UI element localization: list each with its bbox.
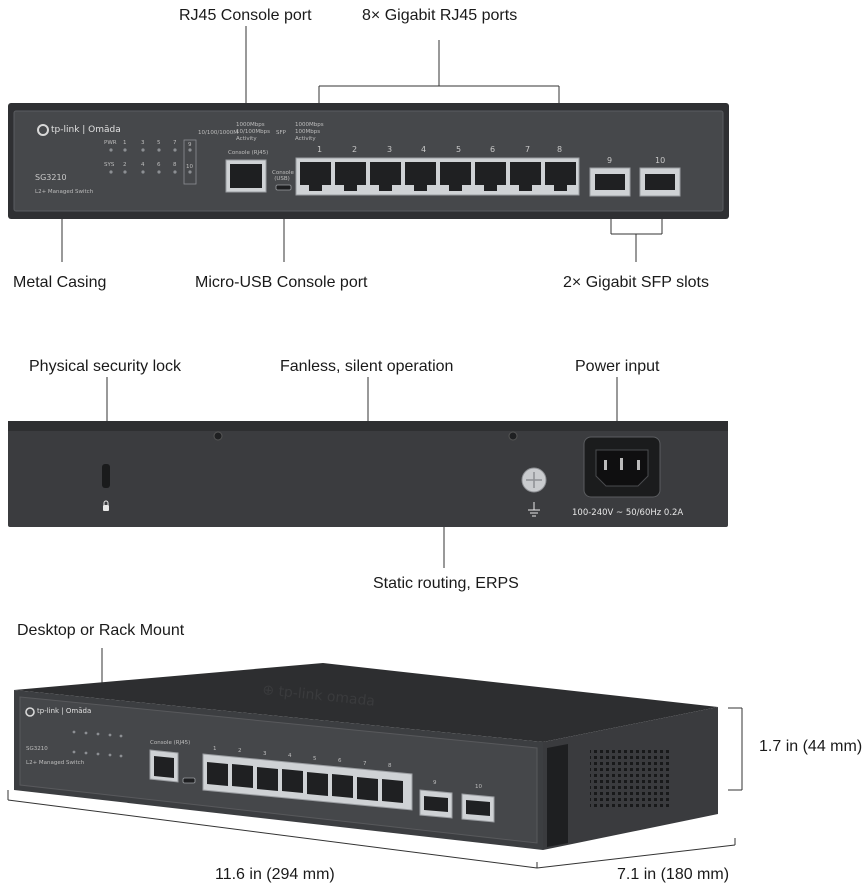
sfp-slots	[589, 167, 681, 197]
front-subtitle: L2+ Managed Switch	[35, 189, 94, 195]
port-number: 3	[387, 145, 393, 154]
perspective-sfp-number: 9	[433, 780, 437, 786]
sfp-number: 9	[607, 156, 613, 165]
callout-micro-usb: Micro-USB Console port	[195, 274, 368, 291]
dimension-width: 11.6 in (294 mm)	[215, 866, 335, 883]
callout-mount: Desktop or Rack Mount	[17, 622, 185, 639]
port-number: 4	[421, 145, 427, 154]
callout-metal-casing: Metal Casing	[13, 274, 107, 291]
console-rj45-port	[225, 159, 267, 193]
perspective-port-number: 2	[238, 748, 242, 754]
perspective-subtitle: L2+ Managed Switch	[26, 760, 85, 766]
led-num: 7	[173, 140, 177, 146]
perspective-port-number: 5	[313, 756, 317, 762]
callout-power-input: Power input	[575, 358, 660, 375]
sfp-number: 10	[655, 156, 666, 165]
perspective-port-number: 4	[288, 753, 292, 759]
port-number: 6	[490, 145, 496, 154]
led-num: 8	[173, 162, 177, 168]
callout-rj45-console: RJ45 Console port	[179, 7, 312, 24]
dimension-height: 1.7 in (44 mm)	[759, 738, 863, 755]
perspective-port-number: 6	[338, 758, 342, 764]
console-rj45-label: Console (RJ45)	[228, 150, 269, 156]
led-num: 10	[186, 164, 193, 170]
led-legend-1: 1000Mbps	[236, 122, 265, 128]
perspective-port-number: 1	[213, 746, 217, 752]
sfp-legend-3: Activity	[295, 136, 316, 142]
rj45-port-block	[295, 157, 580, 196]
led-num: 5	[157, 140, 161, 146]
led-num: 1	[123, 140, 127, 146]
front-brand: tp-link | Omāda	[51, 125, 121, 135]
callout-gigabit-rj45: 8× Gigabit RJ45 ports	[362, 7, 518, 24]
sys-label: SYS	[104, 162, 115, 168]
led-legend-2: 10/100Mbps	[236, 129, 270, 135]
callout-security-lock: Physical security lock	[29, 358, 182, 375]
perspective-brand: tp-link | Omāda	[37, 707, 92, 715]
port-number: 2	[352, 145, 358, 154]
power-rating: 100-240V ~ 50/60Hz 0.2A	[572, 508, 684, 518]
front-led-grid	[109, 148, 192, 174]
port-number: 8	[557, 145, 563, 154]
perspective-port-number: 8	[388, 763, 392, 769]
dimension-depth: 7.1 in (180 mm)	[617, 866, 730, 883]
port-number: 7	[525, 145, 531, 154]
led-num: 6	[157, 162, 161, 168]
port-number: 1	[317, 145, 323, 154]
led-legend-speed: 10/100/1000M	[198, 130, 238, 136]
perspective-sfp-number: 10	[475, 784, 482, 790]
led-num: 3	[141, 140, 145, 146]
sfp-legend-2: 100Mbps	[295, 129, 321, 135]
front-model: SG3210	[35, 173, 67, 182]
perspective-model: SG3210	[26, 746, 48, 752]
perspective-port-number: 3	[263, 751, 267, 757]
pwr-label: PWR	[104, 140, 117, 146]
callout-fanless: Fanless, silent operation	[280, 358, 454, 375]
sfp-legend-1: 1000Mbps	[295, 122, 324, 128]
led-num: 4	[141, 162, 145, 168]
port-number: 5	[456, 145, 462, 154]
console-usb-label: Console (USB)	[272, 170, 294, 182]
perspective-port-number: 7	[363, 761, 367, 767]
tp-link-logo-icon	[37, 124, 49, 136]
led-num: 2	[123, 162, 127, 168]
micro-usb-port	[275, 184, 292, 191]
callout-static-routing: Static routing, ERPS	[373, 575, 519, 592]
led-legend-3: Activity	[236, 136, 257, 142]
callout-sfp-slots: 2× Gigabit SFP slots	[563, 274, 709, 291]
sfp-legend: SFP	[276, 130, 286, 136]
perspective-console-label: Console (RJ45)	[150, 740, 191, 746]
led-num: 9	[188, 142, 192, 148]
